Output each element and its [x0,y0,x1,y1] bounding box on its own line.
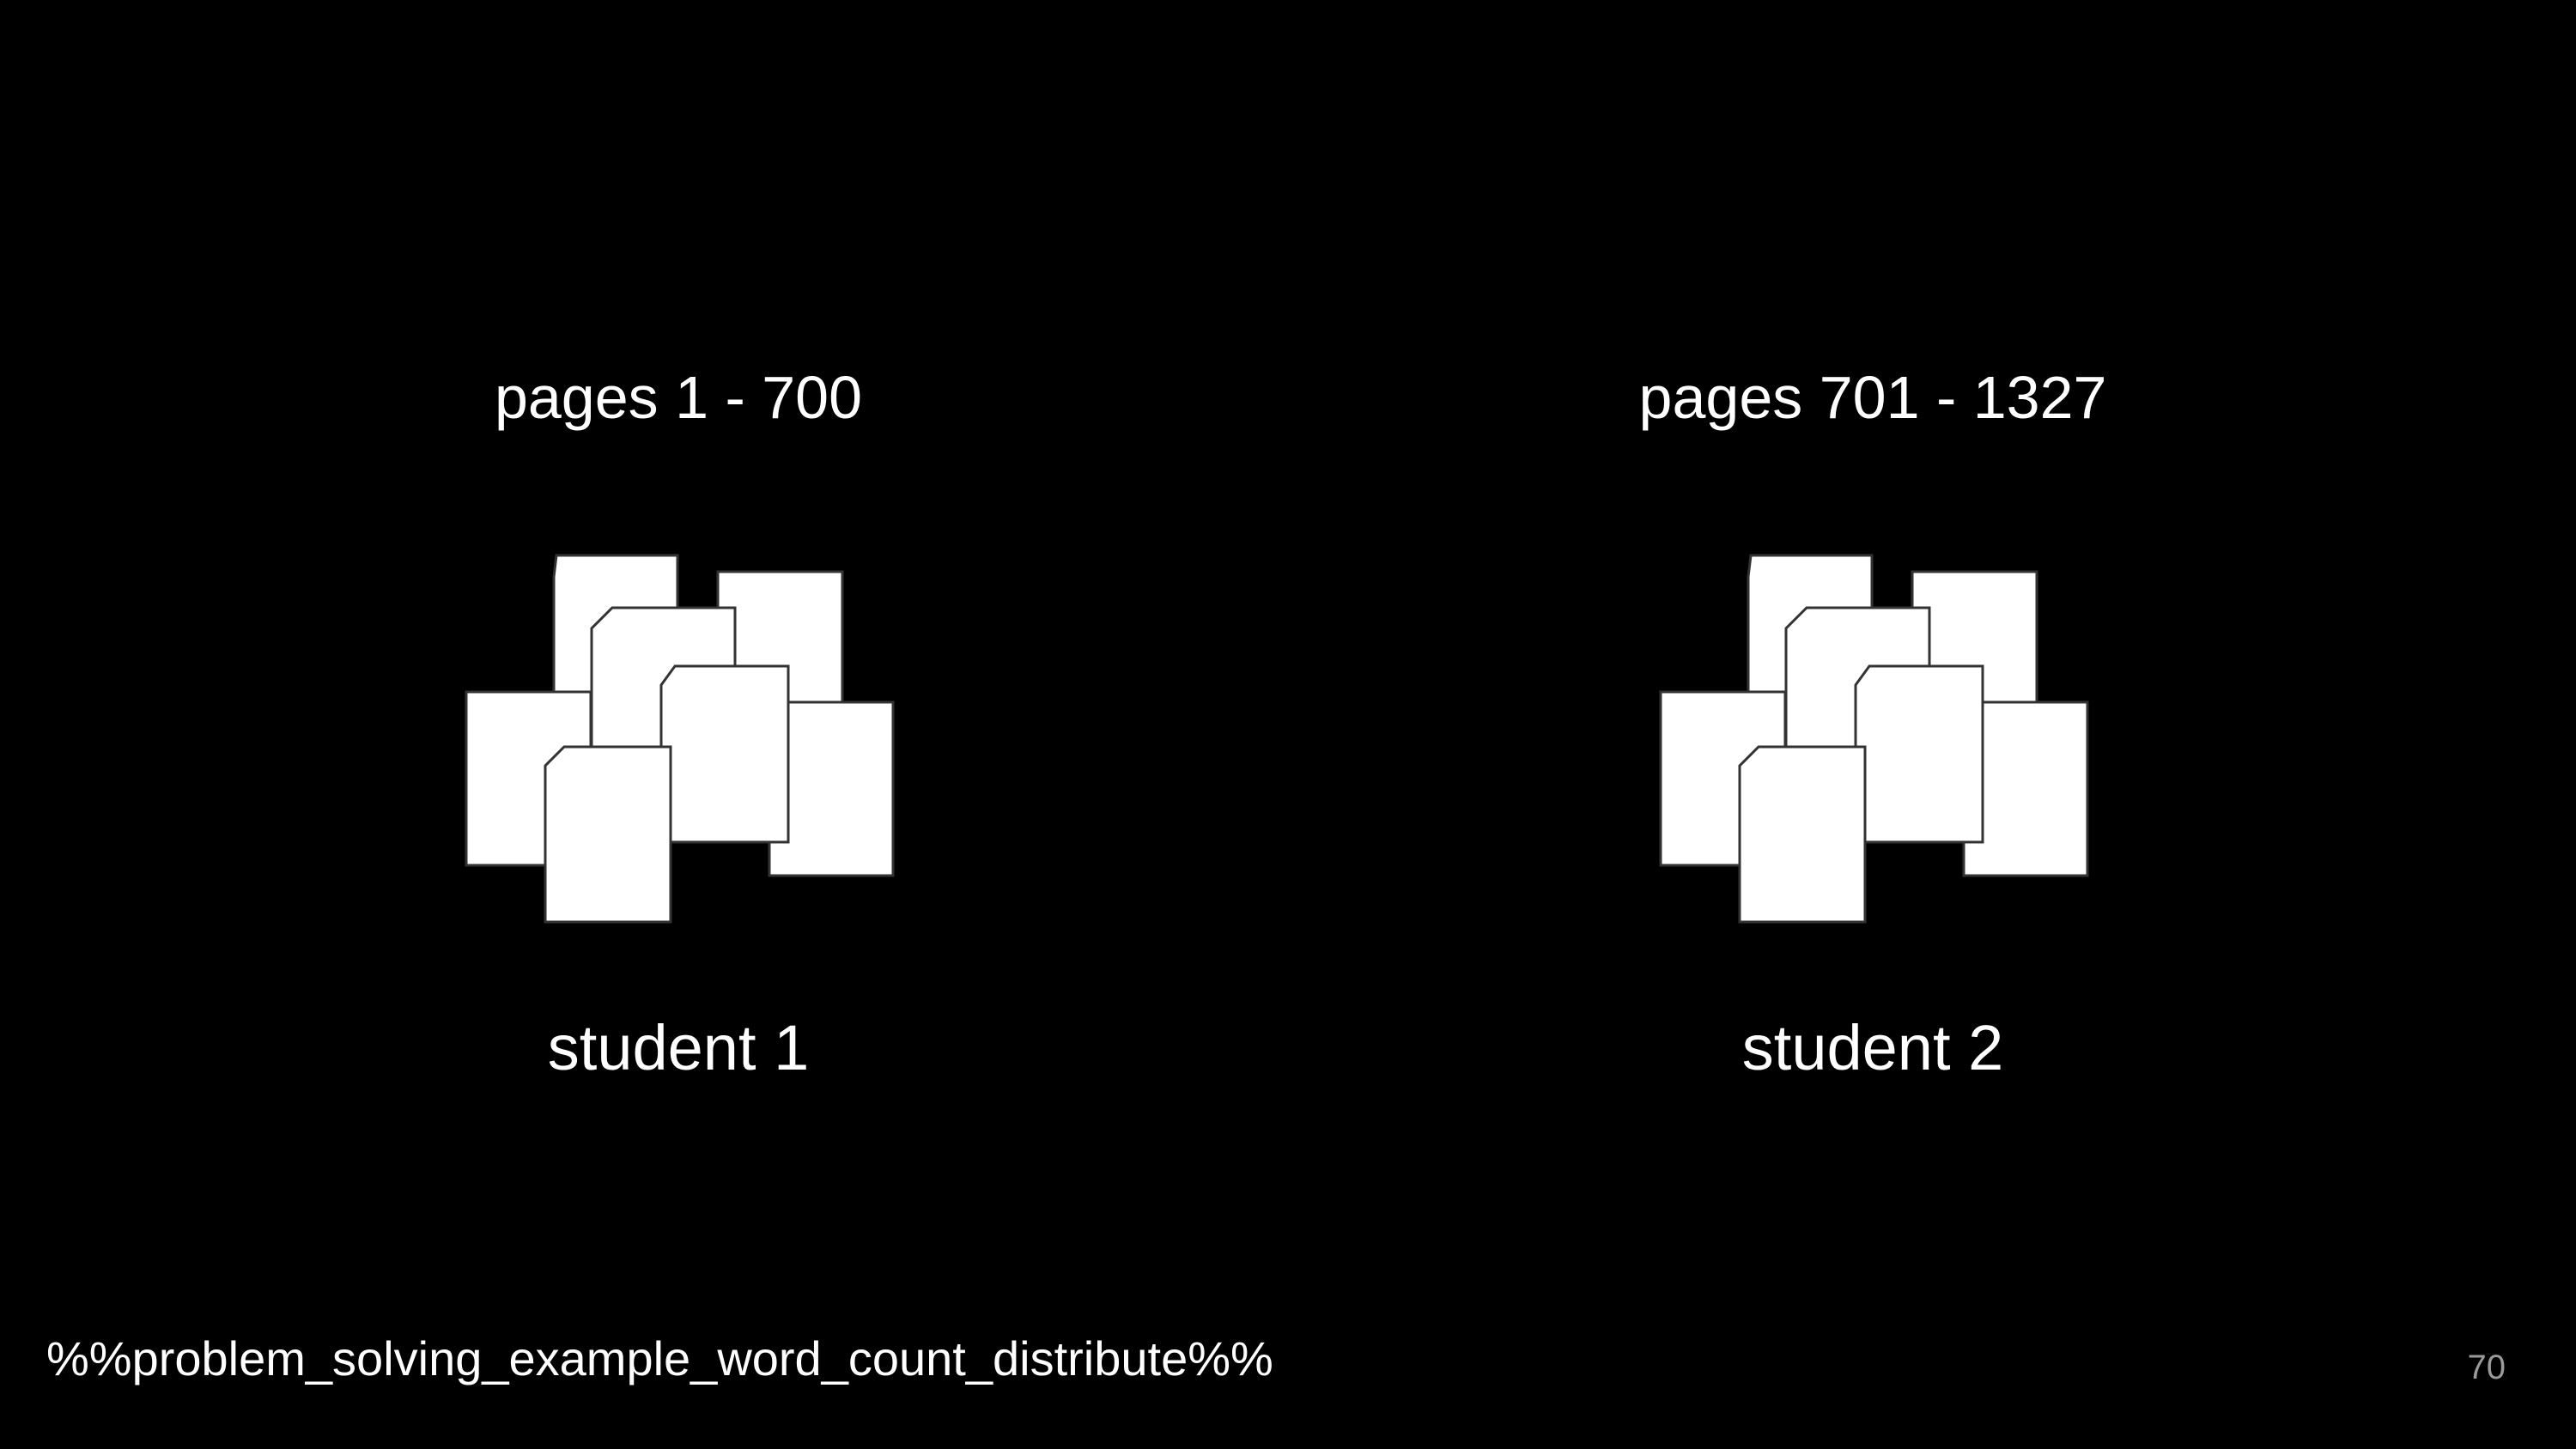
student-2-group: pages 701 - 1327 student 2 [1443,0,2302,1449]
stack-of-pages-icon [1659,554,2089,924]
stack-of-pages-icon [465,554,895,924]
page-range-label: pages 701 - 1327 [1638,364,2107,431]
page-range-label: pages 1 - 700 [494,364,863,431]
student-label: student 2 [1741,1012,2004,1083]
student-1-group: pages 1 - 700 student 1 [249,0,1108,1449]
slide-number: 70 [2467,1349,2506,1386]
slide-footer-code: %%problem_solving_example_word_count_dis… [46,1331,1273,1385]
student-label: student 1 [547,1012,810,1083]
